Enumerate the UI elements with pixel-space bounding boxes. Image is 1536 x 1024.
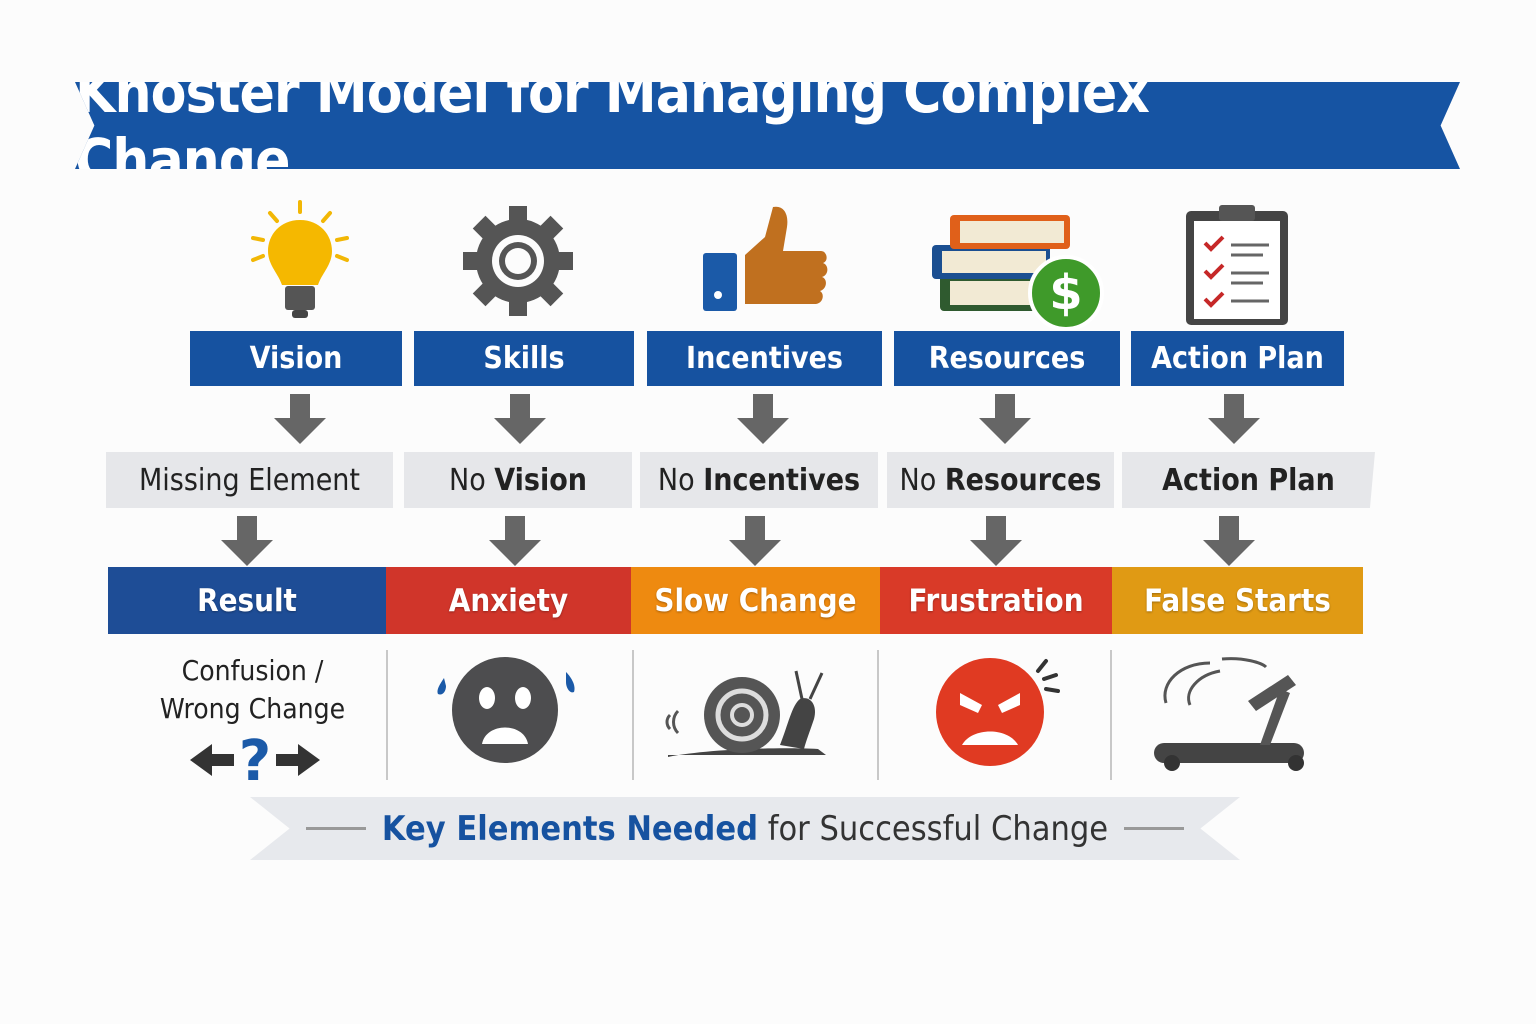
missing-incentives: No Incentives (640, 452, 878, 508)
confusion-arrows-question-icon: ? (190, 730, 320, 790)
result-anxiety: Anxiety (386, 567, 631, 634)
anxious-face-icon (437, 657, 575, 763)
angry-face-icon (936, 658, 1060, 766)
down-arrow-icon (737, 394, 789, 444)
divider-line (1124, 827, 1185, 830)
clipboard-checklist-icon (1186, 205, 1288, 325)
title-banner: Knoster Model for Managing Complex Chang… (75, 82, 1460, 169)
footer-rest: for Successful Change (767, 808, 1109, 849)
down-arrow-icon (489, 516, 541, 566)
footer-ribbon: Key Elements Needed for Successful Chang… (250, 797, 1240, 860)
element-action-plan: Action Plan (1131, 331, 1344, 386)
missing-resources: No Resources (887, 452, 1114, 508)
bold-text: Action Plan (1162, 462, 1335, 498)
element-incentives: Incentives (647, 331, 882, 386)
footer-text: Key Elements Needed for Successful Chang… (382, 809, 1108, 849)
footer-bold: Key Elements Needed (381, 808, 758, 849)
down-arrow-icon (274, 394, 326, 444)
element-vision: Vision (190, 331, 402, 386)
down-arrow-icon (221, 516, 273, 566)
result-header: Result (108, 567, 386, 634)
lightbulb-icon (251, 200, 349, 318)
confusion-text: Confusion / Wrong Change (140, 652, 365, 728)
confusion-line1: Confusion / (181, 654, 324, 687)
treadmill-icon (1154, 657, 1304, 771)
prefix: No (657, 462, 695, 498)
divider-line (305, 827, 366, 830)
prefix: No (449, 462, 486, 498)
result-false-starts: False Starts (1112, 567, 1363, 634)
down-arrow-icon (494, 394, 546, 444)
svg-text:?: ? (239, 730, 271, 790)
divider (877, 650, 879, 780)
down-arrow-icon (1208, 394, 1260, 444)
missing-action-plan: Action Plan (1122, 452, 1375, 508)
result-frustration: Frustration (880, 567, 1112, 634)
divider (632, 650, 634, 780)
down-arrow-icon (729, 516, 781, 566)
bold-text: Resources (944, 462, 1102, 498)
svg-text:$: $ (1049, 265, 1082, 321)
down-arrow-icon (1203, 516, 1255, 566)
gear-icon (463, 206, 573, 316)
missing-header-text: Missing Element (139, 462, 360, 498)
missing-element-header: Missing Element (106, 452, 393, 508)
bold-text: Vision (494, 462, 587, 498)
snail-icon (665, 670, 826, 757)
books-money-icon: $ (932, 215, 1104, 330)
divider (1110, 650, 1112, 780)
element-skills: Skills (414, 331, 634, 386)
confusion-line2: Wrong Change (159, 692, 346, 725)
missing-vision: No Vision (404, 452, 632, 508)
down-arrow-icon (979, 394, 1031, 444)
prefix: No (899, 462, 937, 498)
result-slow-change: Slow Change (631, 567, 880, 634)
page-title: Knoster Model for Managing Complex Chang… (75, 57, 1150, 194)
divider (386, 650, 388, 780)
element-resources: Resources (894, 331, 1120, 386)
bold-text: Incentives (703, 462, 861, 498)
thumbs-up-icon (703, 206, 828, 311)
down-arrow-icon (970, 516, 1022, 566)
